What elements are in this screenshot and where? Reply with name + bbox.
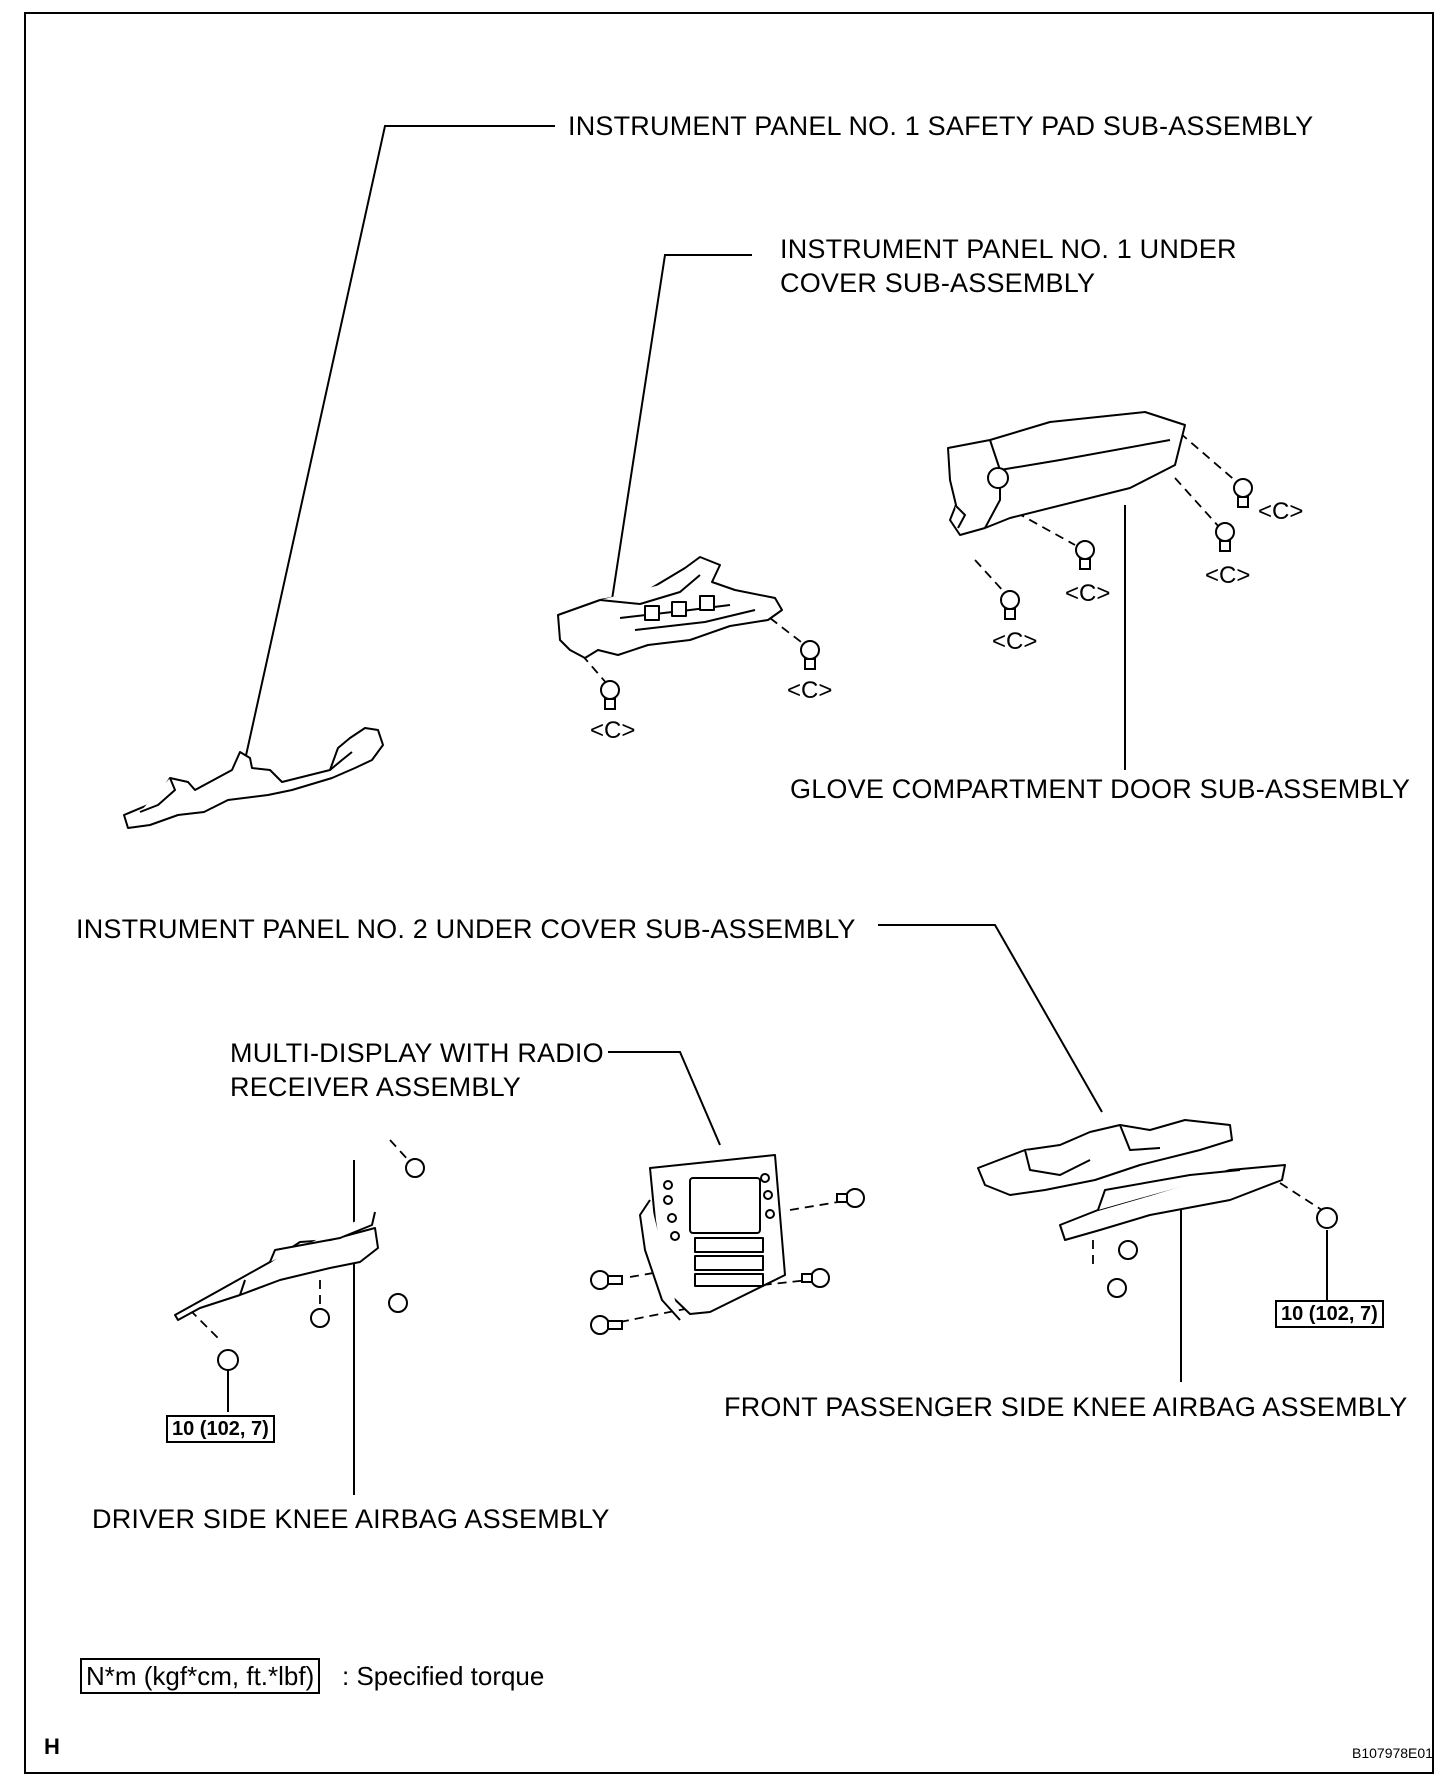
label-driver-airbag: DRIVER SIDE KNEE AIRBAG ASSEMBLY — [92, 1504, 610, 1534]
label-front-passenger-airbag: FRONT PASSENGER SIDE KNEE AIRBAG ASSEMBL… — [724, 1392, 1408, 1422]
torque-spec-driver: 10 (102, 7) — [166, 1415, 275, 1443]
clip-code-3: <C> — [992, 628, 1038, 655]
label-glove-door: GLOVE COMPARTMENT DOOR SUB-ASSEMBLY — [790, 774, 1411, 804]
label-under-cover-1-line2: COVER SUB-ASSEMBLY — [780, 268, 1096, 298]
driver-airbag-part — [174, 1211, 379, 1321]
leader-under-cover-2 — [878, 924, 1103, 1113]
under-cover-2-part — [977, 1119, 1233, 1196]
label-under-cover-1-line1: INSTRUMENT PANEL NO. 1 UNDER — [780, 234, 1237, 264]
front-passenger-airbag-part — [1059, 1164, 1286, 1241]
diagram-frame — [24, 12, 1434, 1774]
legend-torque-text: : Specified torque — [342, 1661, 545, 1691]
label-multi-display-line1: MULTI-DISPLAY WITH RADIO — [230, 1038, 604, 1068]
label-multi-display-line2: RECEIVER ASSEMBLY — [230, 1072, 522, 1102]
leader-under-cover-1 — [604, 254, 752, 646]
multi-display-part — [639, 1154, 786, 1321]
glove-door-part — [947, 411, 1186, 536]
label-safety-pad: INSTRUMENT PANEL NO. 1 SAFETY PAD SUB-AS… — [568, 111, 1314, 141]
clip-code-1: <C> — [590, 717, 636, 744]
leader-safety-pad — [244, 125, 555, 761]
clip-code-4: <C> — [1065, 580, 1111, 607]
fasteners — [217, 478, 1338, 1371]
safety-pad-part — [123, 727, 384, 829]
under-cover-1-part — [557, 556, 783, 659]
torque-spec-passenger: 10 (102, 7) — [1275, 1300, 1384, 1328]
clip-code-5: <C> — [1205, 562, 1251, 589]
legend-torque-unit-box: N*m (kgf*cm, ft.*lbf) — [80, 1658, 321, 1694]
figure-id: B107978E01 — [1352, 1745, 1433, 1761]
clip-code-2: <C> — [787, 677, 833, 704]
label-under-cover-2: INSTRUMENT PANEL NO. 2 UNDER COVER SUB-A… — [76, 914, 856, 944]
corner-letter: H — [44, 1734, 60, 1759]
clip-code-6: <C> — [1258, 498, 1304, 525]
leader-multi-display — [608, 1051, 721, 1146]
